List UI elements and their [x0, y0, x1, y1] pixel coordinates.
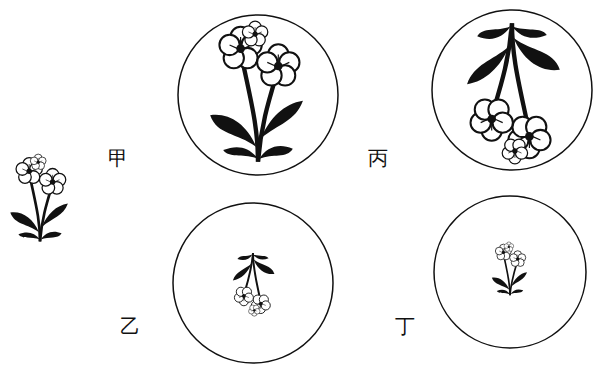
field-label: 甲 [107, 147, 129, 169]
field-label: 丁 [394, 315, 416, 337]
flower-image [492, 242, 527, 295]
flower-image [210, 21, 303, 162]
view-field [173, 203, 333, 363]
specimen-flower [10, 154, 68, 241]
flower-image [467, 23, 560, 164]
field-label: 丙 [367, 147, 389, 169]
view-field [434, 196, 586, 348]
view-field [432, 10, 592, 170]
field-label: 乙 [119, 315, 141, 337]
view-field [178, 15, 338, 175]
flower-image [233, 253, 275, 316]
flower-drawing [10, 154, 68, 241]
